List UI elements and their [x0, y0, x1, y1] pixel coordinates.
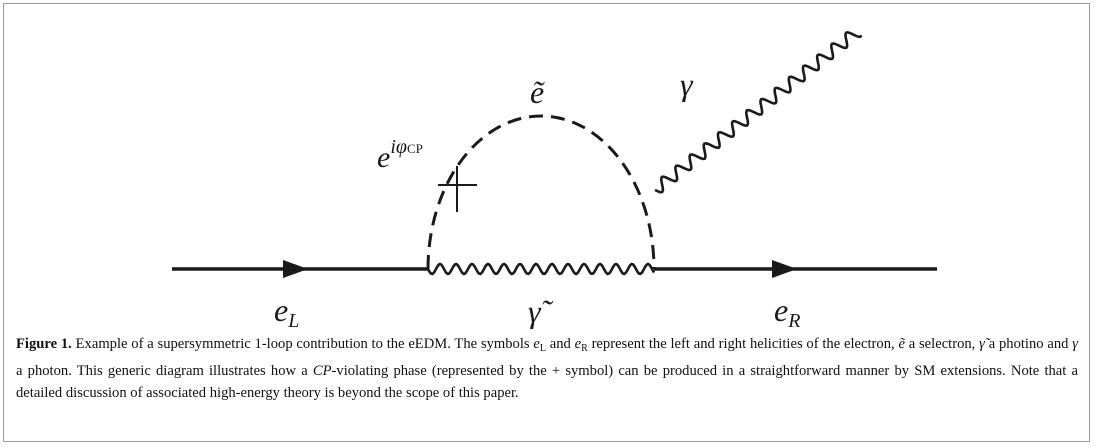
selectron-label: ẽ — [530, 74, 545, 110]
arrow-right-icon — [772, 260, 797, 278]
selectron-loop — [426, 114, 656, 270]
photon-label: γ — [680, 66, 694, 102]
figure-caption: Figure 1. Example of a supersymmetric 1-… — [16, 336, 1078, 401]
electron-left-label: eL — [274, 292, 299, 330]
photon-line — [654, 31, 863, 194]
figure-frame — [3, 3, 1090, 442]
phase-label: eiφCP — [377, 136, 423, 174]
caption-label: Figure 1. — [16, 336, 72, 352]
cp-cross-marker — [438, 166, 477, 212]
arrow-left-icon — [283, 260, 308, 278]
feynman-diagram: eiφCP ẽ γ γ̃ eL eR — [172, 31, 937, 330]
photino-line — [426, 262, 656, 276]
electron-right-label: eR — [774, 292, 800, 330]
photino-label: γ̃ — [528, 293, 554, 329]
